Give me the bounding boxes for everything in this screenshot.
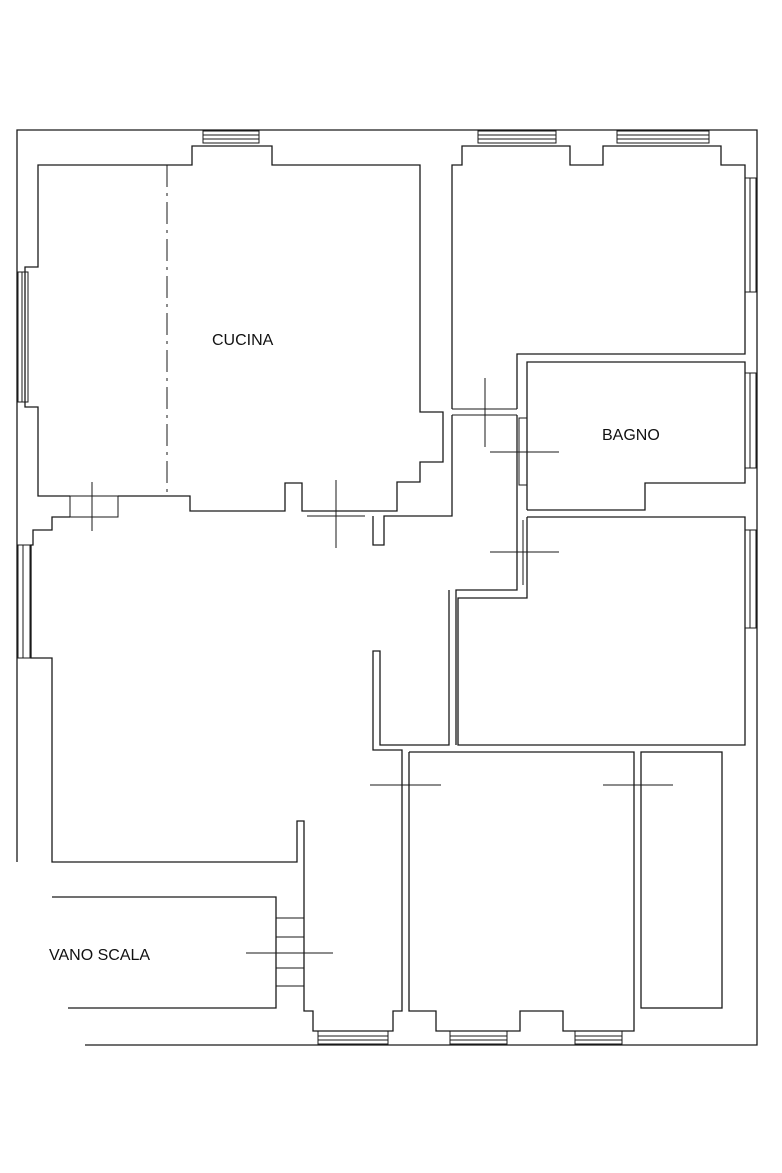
door-bottom-right (603, 752, 673, 815)
room-bottom-middle-walls (408, 751, 635, 1032)
window-bottom-3 (574, 1030, 623, 1045)
kitchen-room-walls (24, 145, 444, 512)
window-top-right-1 (477, 130, 557, 144)
stairwell-walls (52, 896, 333, 1009)
bathroom-walls (526, 361, 746, 511)
room-bottom-right-walls (640, 751, 723, 1009)
corridor-walls (372, 415, 559, 745)
door-bottom-middle (370, 752, 441, 815)
window-right-1 (744, 177, 757, 293)
window-top-kitchen (202, 130, 260, 144)
window-left-1 (17, 271, 29, 403)
door-bathroom (490, 417, 559, 486)
room-label-stairwell: VANO SCALA (49, 947, 150, 964)
door-kitchen-hall (307, 480, 365, 548)
room-label-kitchen: CUCINA (212, 332, 274, 349)
outer-wall (16, 129, 758, 1046)
room-middle-right-walls (457, 516, 746, 746)
living-room-walls (30, 516, 450, 1032)
door-kitchen-left (69, 482, 119, 531)
room-top-right-walls (451, 145, 746, 409)
window-bottom-2 (449, 1030, 508, 1045)
window-right-2 (744, 372, 757, 469)
door-top-right-room (452, 378, 517, 447)
window-top-right-2 (616, 130, 710, 144)
window-left-2 (17, 544, 31, 659)
window-right-3 (744, 529, 757, 629)
room-label-bathroom: BAGNO (602, 427, 660, 444)
window-bottom-1 (317, 1030, 389, 1045)
